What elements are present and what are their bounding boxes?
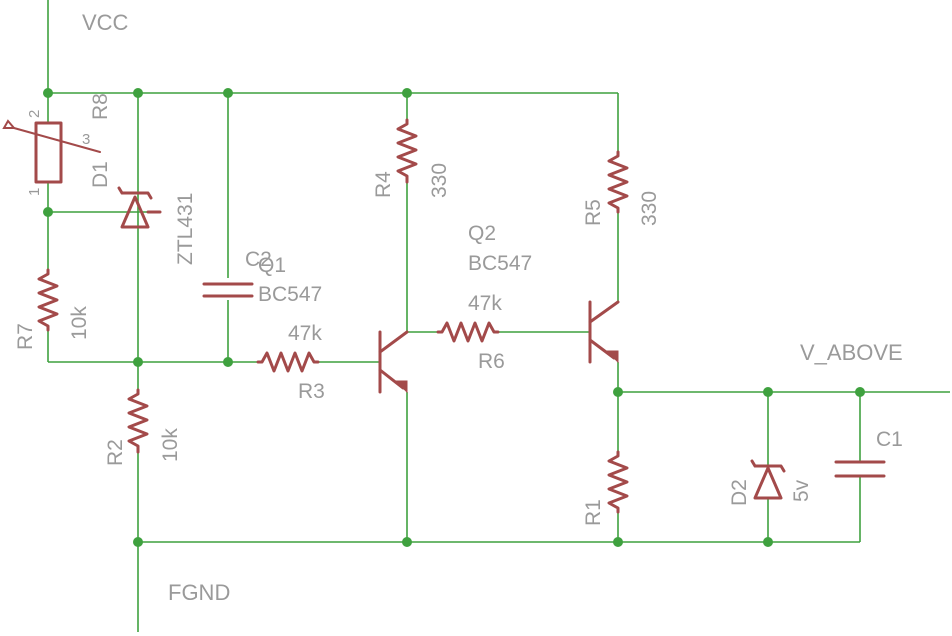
net-label-v-above: V_ABOVE <box>800 340 903 365</box>
c1-name-label: C1 <box>876 428 903 451</box>
junction-dot <box>763 537 773 547</box>
r3-resistor-symbol <box>256 351 320 373</box>
d2-zener-symbol <box>750 459 786 500</box>
d1-name-label: D1 <box>89 161 112 188</box>
q1-value-label: BC547 <box>258 283 322 306</box>
junction-dot <box>402 537 412 547</box>
r8-potentiometer-symbol <box>2 119 101 184</box>
junction-dot <box>133 537 143 547</box>
junction-dot <box>855 387 865 397</box>
labels: VCC FGND V_ABOVE R8 1 2 3 D1 ZTL431 C2 Q… <box>14 10 903 605</box>
q2-value-label: BC547 <box>468 252 532 275</box>
r4-name-label: R4 <box>372 171 395 198</box>
junction-dot <box>43 88 53 98</box>
junction-dot <box>43 207 53 217</box>
junction-dots <box>43 88 865 547</box>
q2-name-label: Q2 <box>468 222 496 245</box>
d1-shunt-regulator-symbol <box>117 186 162 229</box>
d2-value-label: 5v <box>790 479 813 502</box>
r4-value-label: 330 <box>428 163 451 198</box>
junction-dot <box>223 357 233 367</box>
r7-value-label: 10k <box>68 306 91 340</box>
r2-resistor-symbol <box>127 388 149 454</box>
c2-capacitor-symbol <box>202 282 254 298</box>
net-label-vcc: VCC <box>82 10 129 35</box>
r1-name-label: R1 <box>582 499 605 526</box>
d1-value-label: ZTL431 <box>174 193 197 265</box>
q1-name-label: Q1 <box>258 254 286 277</box>
r4-resistor-symbol <box>396 118 418 184</box>
r8-name-label: R8 <box>89 93 112 120</box>
r8-pin3-label: 3 <box>82 131 90 148</box>
junction-dot <box>402 88 412 98</box>
r7-name-label: R7 <box>14 323 37 350</box>
r8-pin1-label: 1 <box>26 188 43 196</box>
r1-resistor-symbol <box>607 450 629 514</box>
r8-pin2-label: 2 <box>26 110 43 118</box>
r5-name-label: R5 <box>582 199 605 226</box>
r5-value-label: 330 <box>638 191 661 226</box>
net-label-fgnd: FGND <box>168 580 230 605</box>
r5-resistor-symbol <box>607 150 629 214</box>
wires <box>47 0 950 632</box>
component-symbols <box>2 118 886 514</box>
junction-dot <box>763 387 773 397</box>
r3-value-label: 47k <box>288 322 322 345</box>
q2-transistor-symbol <box>588 300 620 364</box>
r2-value-label: 10k <box>159 428 182 462</box>
r6-name-label: R6 <box>478 350 505 373</box>
r6-value-label: 47k <box>468 292 502 315</box>
c2-name-label: C2 <box>245 248 272 271</box>
r7-resistor-symbol <box>37 268 59 332</box>
junction-dot <box>133 88 143 98</box>
junction-dot <box>223 88 233 98</box>
r2-name-label: R2 <box>104 439 127 466</box>
c1-capacitor-symbol <box>834 460 886 478</box>
junction-dot <box>613 387 623 397</box>
junction-dot <box>133 357 143 367</box>
r6-resistor-symbol <box>436 321 500 343</box>
q1-transistor-symbol <box>378 330 409 394</box>
r3-name-label: R3 <box>298 380 325 403</box>
junction-dot <box>613 537 623 547</box>
d2-name-label: D2 <box>728 479 751 506</box>
